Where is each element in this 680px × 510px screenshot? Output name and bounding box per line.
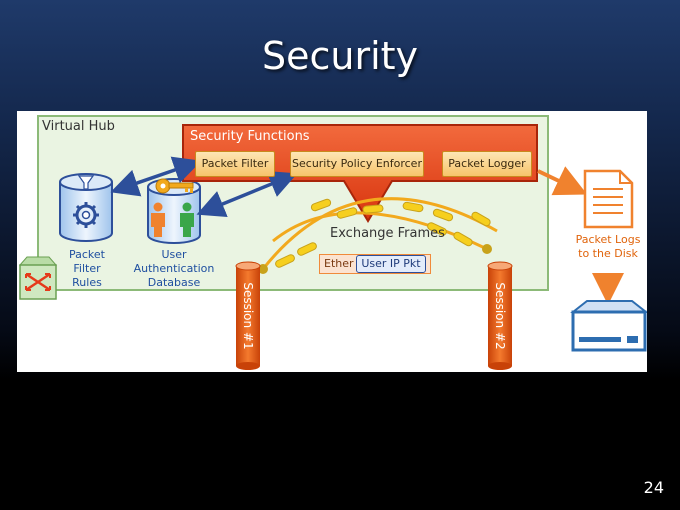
exchange-frames-label: Exchange Frames <box>330 226 445 241</box>
packet-logger-box: Packet Logger <box>442 151 532 177</box>
document-icon <box>583 169 634 229</box>
user-authentication-database-label: User Authentication Database <box>133 248 215 289</box>
packet-filter-rules-label: Packet Filter Rules <box>69 248 105 289</box>
session-2-pipe <box>487 261 513 370</box>
packet-filter-box: Packet Filter <box>195 151 275 177</box>
session-2-label: Session #2 <box>493 282 507 350</box>
ether-label: Ether <box>324 257 354 270</box>
virtual-hub-label: Virtual Hub <box>42 119 115 134</box>
slide-title: Security <box>261 34 419 78</box>
security-functions-label: Security Functions <box>190 129 310 144</box>
enforcer-to-userdb-arrow <box>196 170 298 218</box>
filter-database-icon <box>59 173 113 242</box>
exchange-arc-2 <box>272 211 488 251</box>
packet-logs-label: Packet Logs to the Disk <box>575 233 641 260</box>
session-1-endpoint <box>258 264 268 274</box>
user-ip-pkt-label: User IP Pkt <box>356 255 426 273</box>
filter-to-rules-arrow <box>110 156 202 197</box>
security-policy-enforcer-box: Security Policy Enforcer <box>290 151 424 177</box>
diagram-graphics <box>18 115 647 370</box>
session-1-label: Session #1 <box>241 282 255 350</box>
disk-drive-icon <box>570 300 647 352</box>
slide-number: 24 <box>643 478 664 497</box>
exchange-arc-1 <box>261 197 498 270</box>
session-1-pipe <box>235 261 261 370</box>
security-diagram: Virtual Hub Security Functions Packet Fi… <box>17 111 647 372</box>
packet-frames <box>275 198 491 268</box>
switch-icon <box>18 256 58 300</box>
session-2-endpoint <box>482 244 492 254</box>
logger-to-logs-arrow <box>537 166 588 196</box>
